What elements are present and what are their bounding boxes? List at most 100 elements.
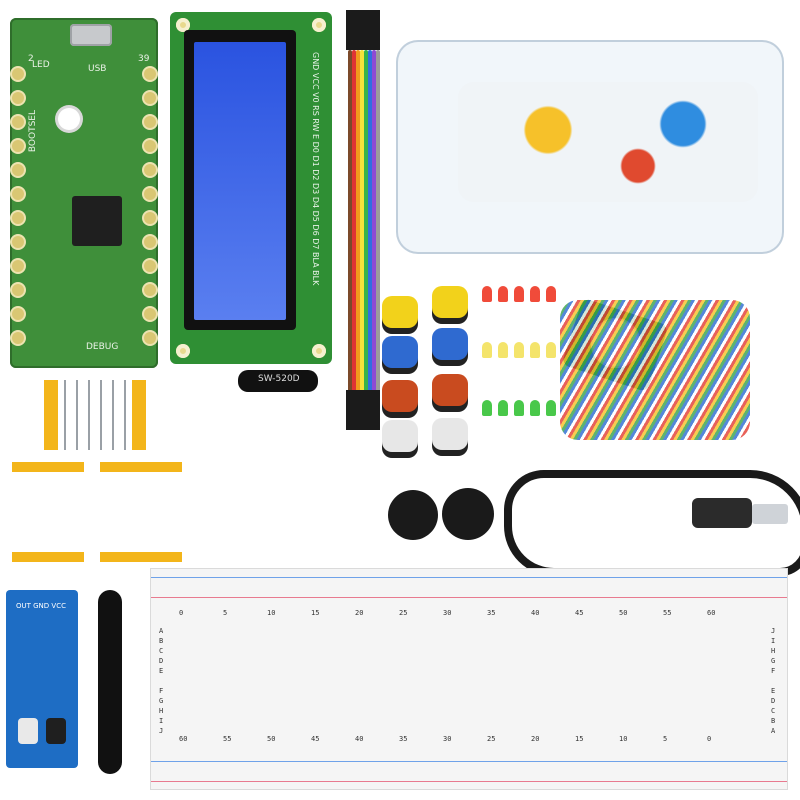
bb-num-bottom: 50: [267, 735, 276, 743]
pico-castellation: [12, 332, 24, 344]
pico-castellation: [144, 236, 156, 248]
tactile-buttons: [382, 286, 492, 456]
buzzer-passive: [442, 488, 494, 540]
bb-row-right: J: [771, 627, 776, 635]
ir-receiver: [46, 718, 66, 744]
bb-row-left: G: [159, 697, 164, 705]
bb-num-bottom: 20: [531, 735, 540, 743]
pico-castellation: [12, 92, 24, 104]
led-green: [546, 400, 556, 416]
ir-obstacle-sensor: OUT GND VCC: [6, 590, 78, 768]
bb-num-top: 25: [399, 609, 408, 617]
tilt-switch-label: SW-520D: [258, 374, 300, 384]
bb-row-right: B: [771, 717, 776, 725]
bb-num-bottom: 35: [399, 735, 408, 743]
bb-row-left: H: [159, 707, 164, 715]
pico-castellation: [12, 140, 24, 152]
lcd-mount-hole: [176, 18, 190, 32]
power-rail-line: [151, 597, 787, 598]
ribbon-wire: [376, 50, 380, 410]
bb-row-right: A: [771, 727, 776, 735]
pico-castellation: [12, 116, 24, 128]
led-red: [546, 286, 556, 302]
led-yellow: [530, 342, 540, 358]
pico-castellation: [12, 284, 24, 296]
bb-row-left: D: [159, 657, 164, 665]
led-assortment: [482, 286, 568, 440]
bb-num-top: 20: [355, 609, 364, 617]
button-yellow: [382, 296, 418, 328]
pico-label-led: LED: [32, 60, 50, 70]
jumper-wire-bundle: [560, 300, 750, 440]
bb-num-top: 60: [707, 609, 716, 617]
lcd-pin-labels: GND VCC V0 RS RW E D0 D1 D2 D3 D4 D5 D6 …: [311, 52, 320, 286]
breadboard: 0 5 10 15 20 25 30 35 40 45 50 55 60 60 …: [150, 568, 788, 790]
bb-row-right: C: [771, 707, 776, 715]
bb-num-top: 50: [619, 609, 628, 617]
pico-castellation: [12, 164, 24, 176]
usb-plug: [692, 498, 752, 528]
usb-port: [70, 24, 112, 46]
pico-castellation: [144, 188, 156, 200]
pico-label-usb: USB: [88, 64, 107, 74]
ribbon-wire: [364, 50, 368, 410]
bb-row-left: C: [159, 647, 164, 655]
pico-pin-39: 39: [138, 54, 150, 64]
power-rail-line: [151, 781, 787, 782]
led-red: [530, 286, 540, 302]
resistor-tape: [44, 380, 58, 450]
resistor: [88, 380, 90, 450]
ribbon-wire: [348, 50, 352, 410]
pico-castellation: [144, 164, 156, 176]
lcd-mount-hole: [312, 18, 326, 32]
resistor-tape-1: [44, 380, 146, 450]
resistor-tape: [132, 380, 146, 450]
ir-sensor-label: OUT GND VCC: [16, 602, 66, 610]
power-rail-line: [151, 577, 787, 578]
resistor: [64, 380, 66, 450]
pico-pin-2: 2: [28, 54, 34, 64]
pico-castellation: [12, 308, 24, 320]
resistor: [100, 380, 102, 450]
led-yellow: [498, 342, 508, 358]
usb-a-head: [752, 504, 788, 524]
pico-castellation: [12, 260, 24, 272]
bb-row-left: I: [159, 717, 164, 725]
pico-castellation: [144, 332, 156, 344]
jumper-wires: [458, 82, 758, 202]
ir-emitter: [18, 718, 38, 744]
bb-row-right: I: [771, 637, 776, 645]
led-yellow: [546, 342, 556, 358]
resistor-tape-3: [100, 462, 182, 562]
bb-num-top: 10: [267, 609, 276, 617]
pico-label-debug: DEBUG: [86, 342, 119, 352]
resistor: [124, 380, 126, 450]
bb-num-bottom: 45: [311, 735, 320, 743]
tilt-switch: SW-520D: [238, 370, 318, 392]
pico-castellation: [12, 68, 24, 80]
resistor: [112, 380, 114, 450]
pico-castellation: [12, 236, 24, 248]
bb-num-top: 5: [223, 609, 228, 617]
pico-castellation: [12, 212, 24, 224]
led-green: [482, 400, 492, 416]
pico-castellation: [144, 284, 156, 296]
button-red: [432, 374, 468, 406]
lcd-screen: [194, 42, 286, 320]
led-red: [514, 286, 524, 302]
ribbon-connector: [346, 390, 380, 430]
bb-num-bottom: 30: [443, 735, 452, 743]
button-blue: [382, 336, 418, 368]
pico-castellation: [144, 308, 156, 320]
led-green: [498, 400, 508, 416]
button-white: [432, 418, 468, 450]
resistor-tape-2: [12, 462, 84, 562]
lcd-mount-hole: [312, 344, 326, 358]
ribbon-wire: [352, 50, 356, 410]
resistor-tape: [12, 552, 84, 562]
resistor-tape: [100, 552, 182, 562]
bb-num-top: 0: [179, 609, 184, 617]
lcd-pin-header: [312, 50, 324, 310]
pico-label-bootsel: BOOTSEL: [28, 110, 38, 153]
buzzer-active: [388, 490, 438, 540]
